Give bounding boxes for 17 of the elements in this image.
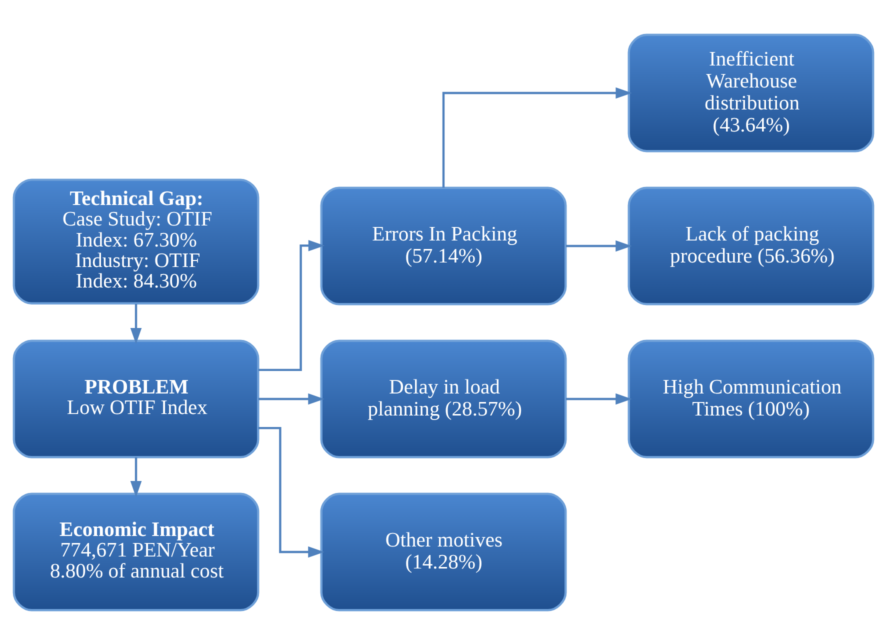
- node-box: Lack of packing procedure (56.36%): [628, 186, 874, 305]
- node-box: High Communication Times (100%): [628, 339, 874, 458]
- node-box: Other motives (14.28%): [320, 492, 567, 611]
- node-box: Technical Gap: Case Study: OTIF Index: 67.30% Industry: OTIF Index: 84.30%: [12, 178, 260, 304]
- arrow: [442, 86, 632, 188]
- node-box: PROBLEM Low OTIF Index: [12, 339, 260, 458]
- arrow: [258, 239, 325, 371]
- node-box: Economic Impact 774,671 PEN/Year 8.80% of annual cost: [12, 492, 260, 611]
- arrow: [258, 392, 324, 404]
- node-box: Errors In Packing (57.14%): [320, 186, 567, 305]
- arrow: [566, 392, 632, 404]
- arrow: [130, 303, 142, 344]
- arrow: [258, 426, 324, 558]
- arrow: [566, 240, 632, 252]
- node-box: Delay in load planning (28.57%): [320, 339, 567, 458]
- arrow: [130, 456, 142, 497]
- node-box: Inefficient Warehouse distribution (43.64%): [628, 33, 874, 152]
